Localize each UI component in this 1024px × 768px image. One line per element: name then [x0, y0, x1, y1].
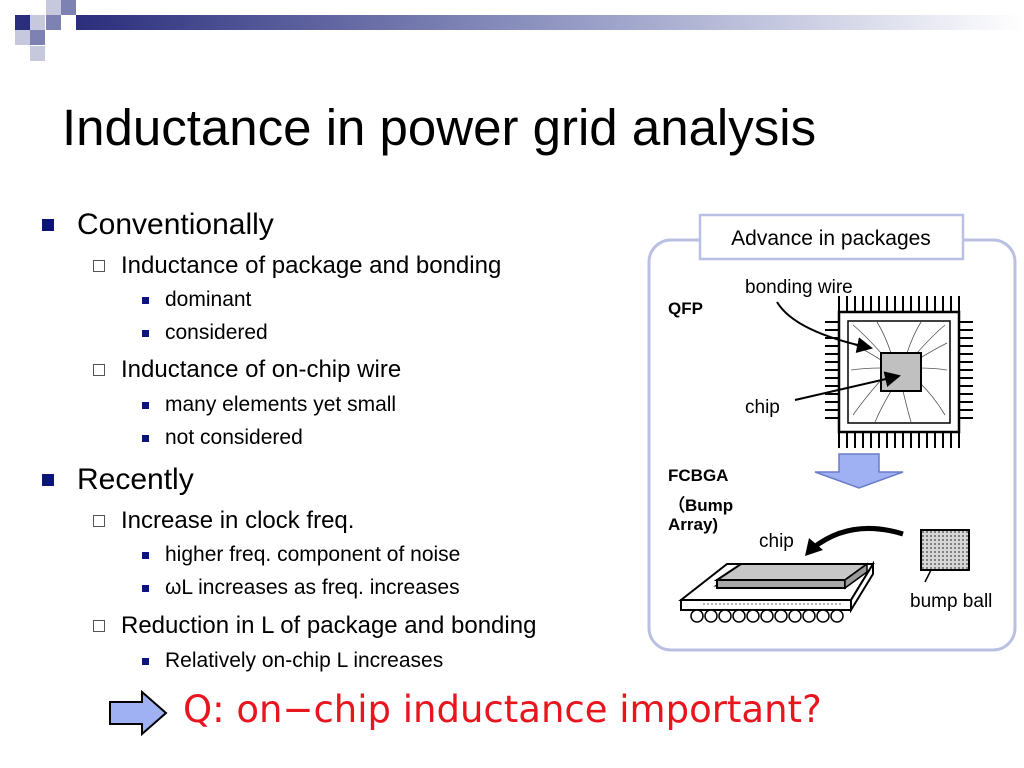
bullet-item: Relatively on-chip L increases — [142, 649, 443, 673]
bonding-wire-arrow — [776, 301, 873, 353]
fcbga-sub-label-2: Array) — [668, 515, 718, 534]
hollow-square-bullet-icon — [93, 364, 105, 376]
slide-title: Inductance in power grid analysis — [62, 99, 817, 156]
qfp-package-icon — [825, 296, 973, 448]
down-arrow-icon — [814, 453, 904, 489]
bump-ball-label: bump ball — [910, 591, 992, 612]
bullet-item: Inductance of package and bonding — [93, 252, 501, 280]
small-square-bullet-icon — [142, 434, 149, 442]
bullet-item: considered — [142, 321, 268, 345]
hollow-square-bullet-icon — [93, 260, 105, 272]
bullet-list: Conventionally Inductance of package and… — [42, 208, 536, 673]
bullet-item: Conventionally — [42, 208, 274, 242]
chip-label-bottom: chip — [759, 531, 794, 552]
header-decoration — [15, 0, 1024, 61]
bullet-item: Recently — [42, 463, 194, 497]
question-text: Q: on−chip inductance important? — [183, 688, 822, 731]
chip-arrow-top — [794, 371, 901, 401]
diagram-caption: Advance in packages — [731, 227, 931, 250]
flip-arrow-icon — [811, 526, 904, 550]
chip-label-top: chip — [745, 397, 780, 418]
hollow-square-bullet-icon — [93, 515, 105, 527]
fcbga-label: FCBGA — [668, 466, 728, 485]
qfp-label: QFP — [668, 299, 703, 318]
caption-box — [698, 213, 965, 261]
bullet-item: dominant — [142, 288, 251, 312]
small-square-bullet-icon — [142, 551, 149, 559]
bullet-item: not considered — [142, 426, 303, 450]
small-square-bullet-icon — [142, 657, 149, 665]
fcbga-package-icon — [678, 560, 875, 623]
package-diagram: Advance in packages QFP bonding wire chi… — [647, 213, 1017, 652]
square-bullet-icon — [42, 219, 54, 231]
bullet-item: Inductance of on-chip wire — [93, 356, 401, 384]
bonding-wire-label: bonding wire — [745, 277, 853, 298]
right-arrow-icon — [109, 690, 168, 736]
small-square-bullet-icon — [142, 329, 149, 337]
small-square-bullet-icon — [142, 584, 149, 592]
small-square-bullet-icon — [142, 296, 149, 304]
hollow-square-bullet-icon — [93, 620, 105, 632]
fcbga-sub-label-1: （Bump — [668, 495, 733, 515]
bump-grid-icon — [920, 529, 970, 583]
bullet-item: Increase in clock freq. — [93, 507, 354, 535]
bullet-item: Reduction in L of package and bonding — [93, 612, 536, 640]
bullet-item: ωL increases as freq. increases — [142, 576, 460, 600]
square-bullet-icon — [42, 474, 54, 486]
bullet-item: many elements yet small — [142, 393, 396, 417]
small-square-bullet-icon — [142, 401, 149, 409]
bullet-item: higher freq. component of noise — [142, 543, 460, 567]
